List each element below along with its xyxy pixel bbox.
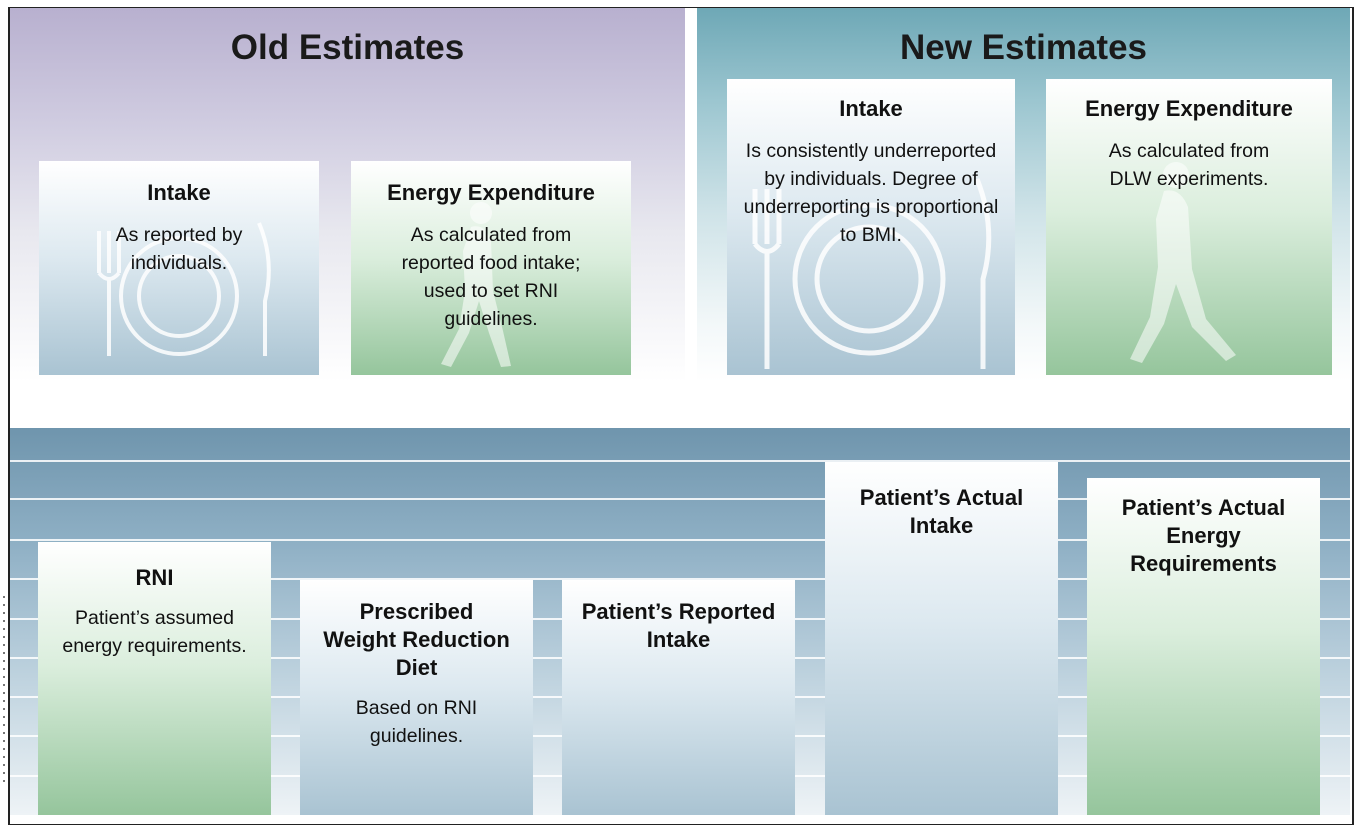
old-intake-text: As reported by individuals. xyxy=(115,224,243,274)
prescribed-diet-title: Prescribed Weight Reduction Diet xyxy=(323,599,510,680)
plate-cutlery-icon xyxy=(752,178,992,369)
plate-cutlery-icon xyxy=(97,222,271,356)
rni-bar: RNI Patient’s assumed energy requirement… xyxy=(38,542,271,815)
actual-intake-bar: Patient’s Actual Intake xyxy=(825,462,1058,815)
old-intake-title: Intake xyxy=(147,180,211,205)
new-estimates-title: New Estimates xyxy=(899,28,1148,67)
rni-title: RNI xyxy=(135,565,174,590)
reported-intake-title: Patient’s Reported Intake xyxy=(581,599,776,652)
actual-energy-title: Patient’s Actual Energy Requirements xyxy=(1121,495,1286,576)
new-energy-title: Energy Expenditure xyxy=(1085,96,1293,121)
old-estimates-panel: Old Estimates Intake As reported by indi… xyxy=(10,8,685,382)
old-estimates-title: Old Estimates xyxy=(230,28,465,67)
outer-frame xyxy=(8,8,1354,825)
actual-intake-title: Patient’s Actual Intake xyxy=(859,485,1024,538)
gridline xyxy=(10,578,1350,580)
walking-person-icon xyxy=(1130,162,1236,363)
new-energy-text: As calculated from DLW experiments. xyxy=(1108,140,1270,190)
reported-intake-bar: Patient’s Reported Intake xyxy=(562,580,795,815)
old-intake-box: Intake As reported by individuals. xyxy=(39,161,319,375)
gridline xyxy=(10,498,1350,500)
new-intake-box: Intake Is consistently underreported by … xyxy=(727,79,1015,375)
prescribed-diet-text: Based on RNI guidelines. xyxy=(355,697,478,747)
prescribed-diet-bar: Prescribed Weight Reduction Diet Based o… xyxy=(300,580,533,815)
rni-text: Patient’s assumed energy requirements. xyxy=(62,607,247,657)
old-energy-title: Energy Expenditure xyxy=(387,180,595,205)
walking-person-icon xyxy=(441,202,511,367)
side-credit-marks xyxy=(0,590,8,800)
new-estimates-panel: New Estimates Intake Is consistently und… xyxy=(697,8,1350,382)
old-energy-text: As calculated from reported food intake;… xyxy=(401,224,581,330)
new-intake-title: Intake xyxy=(839,96,903,121)
gridline xyxy=(10,460,1350,462)
frame-top-line xyxy=(8,7,1354,8)
new-energy-box: Energy Expenditure As calculated from DL… xyxy=(1046,79,1332,375)
comparison-area: RNI Patient’s assumed energy requirement… xyxy=(10,428,1350,815)
gridline xyxy=(10,539,1350,541)
actual-energy-bar: Patient’s Actual Energy Requirements xyxy=(1087,478,1320,815)
old-energy-box: Energy Expenditure As calculated from re… xyxy=(351,161,631,375)
new-intake-text: Is consistently underreported by individ… xyxy=(743,140,999,246)
